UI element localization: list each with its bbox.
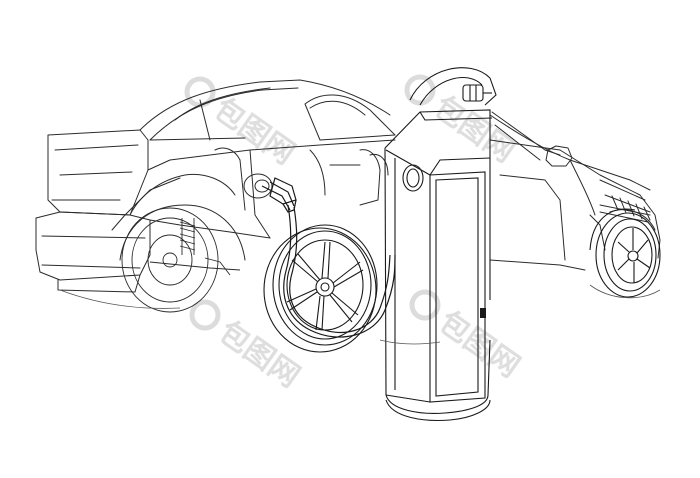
watermark-text-2: 包图网: [427, 90, 521, 170]
charging-station: [384, 67, 497, 421]
watermark-text-1: 包图网: [207, 92, 301, 172]
watermark-3: 包图网: [189, 299, 306, 395]
watermark-text-4: 包图网: [432, 305, 526, 385]
front-wheel: [589, 208, 661, 298]
watermark-4: 包图网: [409, 289, 526, 385]
car-body: [35, 79, 661, 293]
watermark-text-3: 包图网: [212, 315, 306, 395]
ground-lines: [59, 284, 661, 345]
charging-plug: [269, 177, 297, 213]
charging-cable: [261, 181, 396, 338]
rear-wheel: [263, 224, 378, 353]
rear-hidden-wheel: [121, 207, 241, 313]
